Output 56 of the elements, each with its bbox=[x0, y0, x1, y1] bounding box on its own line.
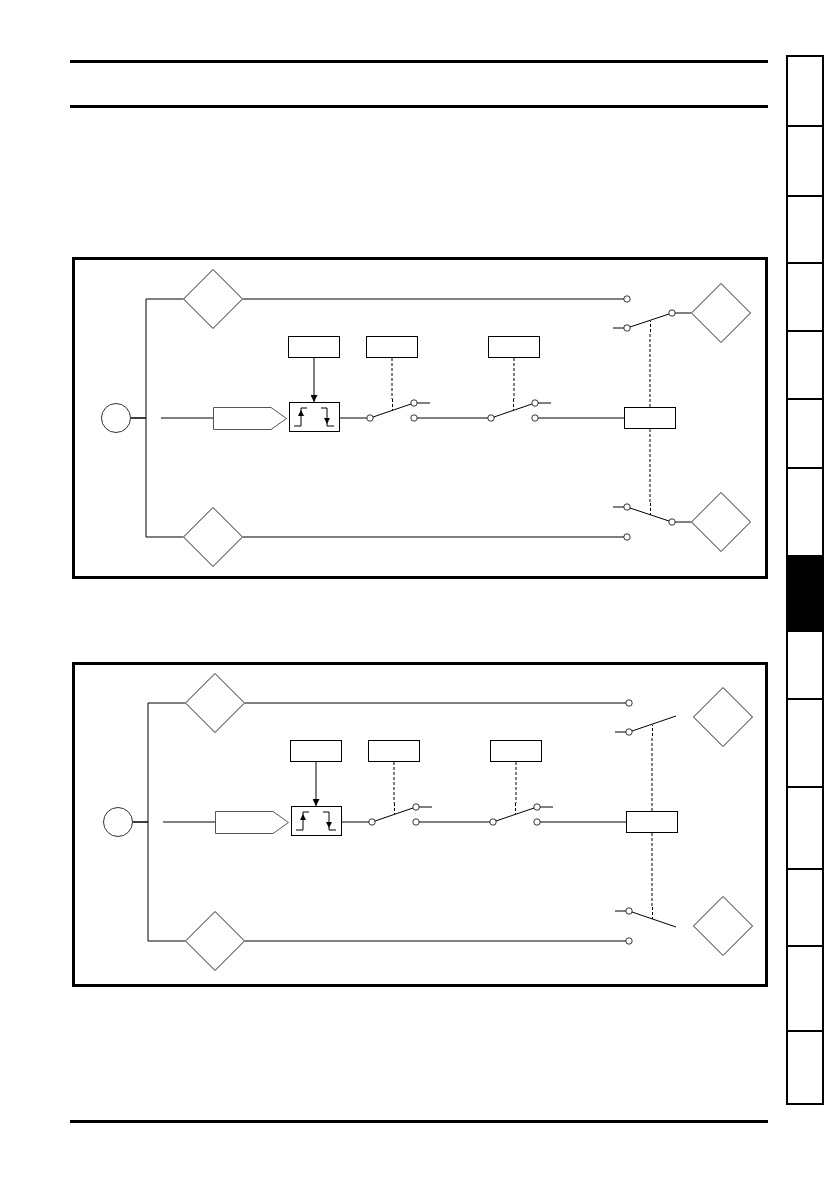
switch-symbol bbox=[366, 399, 430, 422]
parameter-box bbox=[366, 336, 418, 358]
dashed-link bbox=[651, 832, 653, 908]
diamond-node bbox=[691, 492, 751, 552]
diamond-node bbox=[185, 911, 245, 971]
input-pentagon bbox=[215, 811, 289, 834]
connector bbox=[429, 417, 488, 419]
panel-frame bbox=[72, 257, 768, 579]
connector bbox=[675, 312, 692, 314]
connector bbox=[244, 702, 615, 704]
connector bbox=[339, 417, 367, 419]
relay-contact-symbol bbox=[614, 907, 678, 945]
diamond-node bbox=[183, 269, 243, 329]
edge-detector-box bbox=[291, 806, 342, 836]
dashed-link bbox=[513, 357, 515, 400]
arrow bbox=[312, 761, 320, 807]
connector bbox=[242, 298, 613, 300]
connector bbox=[242, 536, 613, 538]
parameter-box bbox=[488, 336, 540, 358]
diamond-node bbox=[693, 896, 753, 956]
connector bbox=[341, 821, 369, 823]
parameter-box bbox=[288, 336, 340, 358]
diamond-node bbox=[691, 283, 751, 343]
input-pentagon bbox=[213, 407, 287, 430]
connector bbox=[162, 821, 216, 823]
connector bbox=[130, 417, 184, 538]
diamond-node bbox=[183, 507, 243, 567]
parameter-box bbox=[290, 740, 342, 762]
arrow bbox=[310, 357, 318, 403]
diamond-node bbox=[185, 673, 245, 733]
connector bbox=[244, 940, 615, 942]
connector bbox=[550, 417, 625, 419]
relay-contact-symbol bbox=[614, 698, 678, 736]
switch-symbol bbox=[489, 803, 553, 826]
dashed-link bbox=[651, 735, 653, 812]
parameter-box bbox=[368, 740, 420, 762]
relay-contact-symbol bbox=[612, 503, 676, 541]
connector bbox=[132, 821, 186, 942]
parameter-box bbox=[490, 740, 542, 762]
panel-frame bbox=[72, 662, 768, 987]
edge-detector-box bbox=[289, 402, 340, 432]
relay-box bbox=[626, 811, 678, 833]
dashed-link bbox=[649, 428, 651, 504]
dashed-link bbox=[391, 357, 393, 400]
relay-box bbox=[624, 407, 676, 429]
connector bbox=[431, 821, 490, 823]
dashed-link bbox=[393, 761, 395, 804]
connector bbox=[675, 521, 692, 523]
diamond-node bbox=[693, 687, 753, 747]
connector bbox=[552, 821, 627, 823]
dashed-link bbox=[649, 331, 651, 408]
dashed-link bbox=[515, 761, 517, 804]
switch-symbol bbox=[368, 803, 432, 826]
relay-contact-symbol bbox=[612, 294, 676, 332]
connector bbox=[160, 417, 214, 419]
switch-symbol bbox=[487, 399, 551, 422]
